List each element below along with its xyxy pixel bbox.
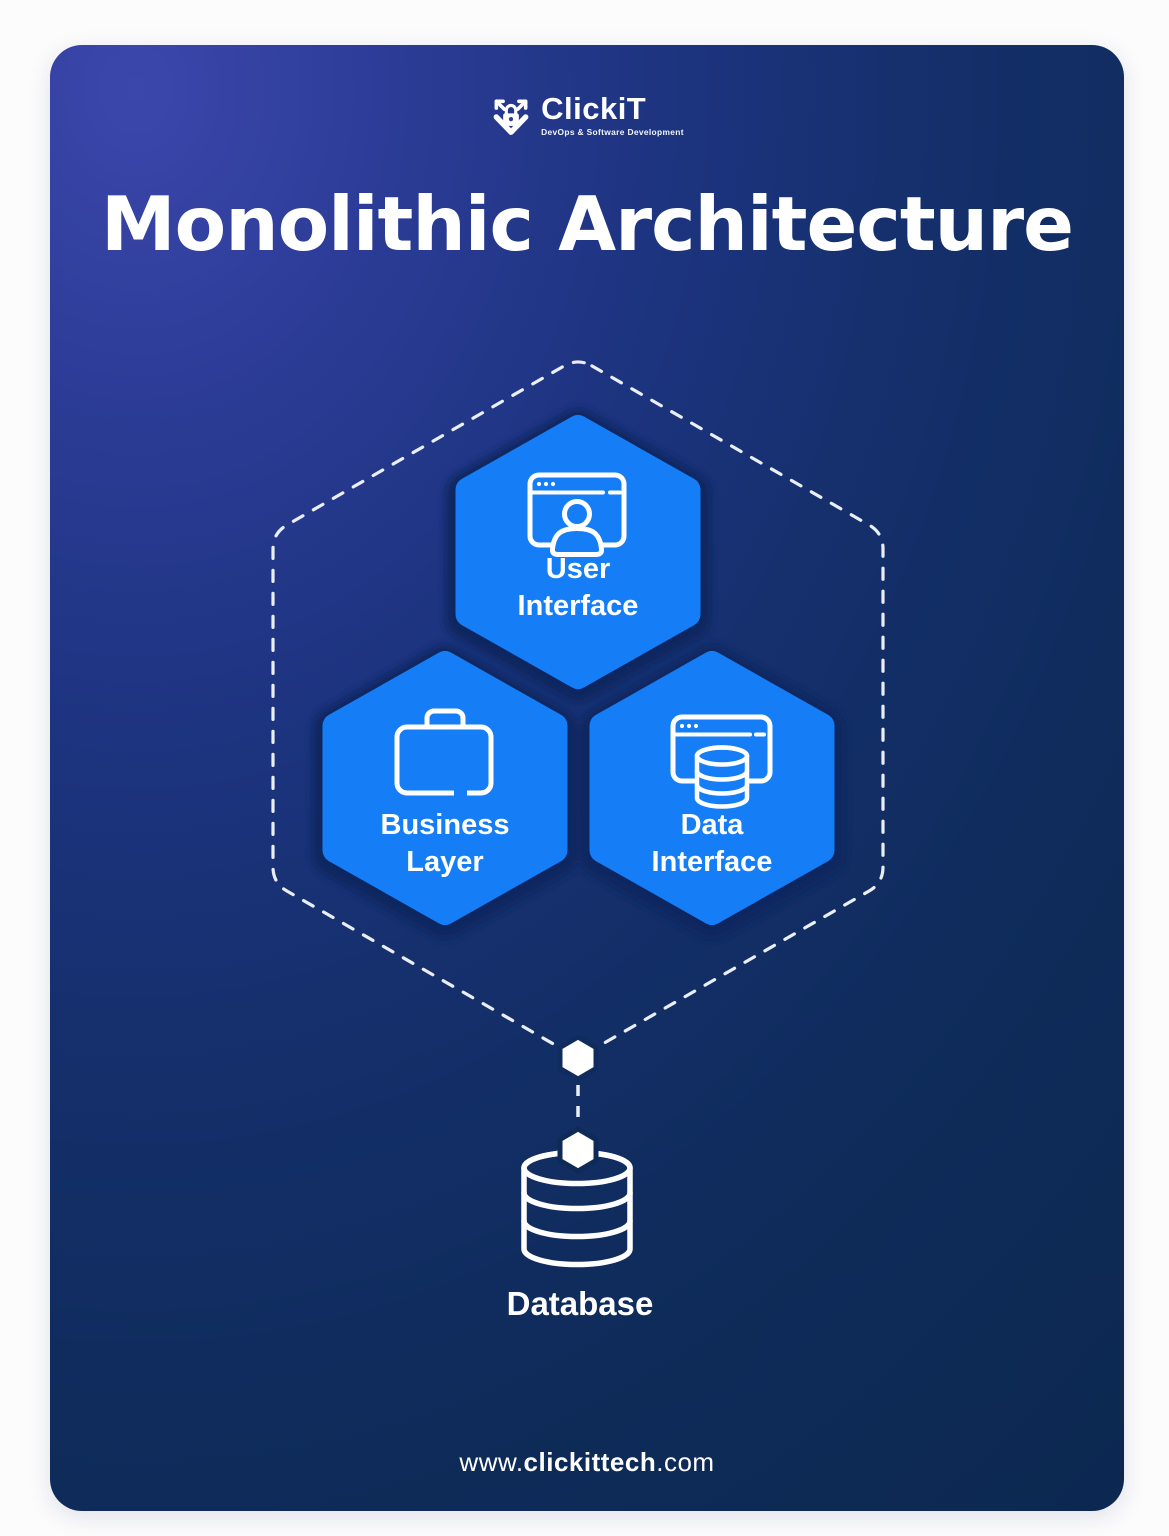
website-url: www.clickittech.com [50, 1447, 1124, 1477]
url-prefix: www. [459, 1447, 524, 1477]
shield-lock-arrows-icon [493, 99, 529, 135]
database-cylinder-icon [521, 1149, 633, 1268]
browser-user-icon [527, 472, 627, 557]
node-label-line: Business [380, 809, 510, 841]
node-label-line: User [545, 553, 611, 585]
architecture-diagram [271, 360, 885, 1268]
junction-hexagon-icon [557, 1034, 599, 1082]
briefcase-icon [394, 708, 494, 798]
database-label: Database [506, 1285, 654, 1322]
database-anchor-hexagon-icon [557, 1126, 599, 1174]
browser-database-icon [670, 714, 773, 809]
node-label-line: Interface [517, 590, 639, 622]
clickit-logo: ClickiT DevOps & Software Development [50, 93, 1124, 139]
url-suffix: .com [656, 1447, 715, 1477]
brand-tagline: DevOps & Software Development [541, 127, 684, 137]
node-label-data-interface: Data Interface [562, 807, 862, 881]
node-label-line: Interface [651, 846, 773, 878]
node-label-business-layer: Business Layer [295, 807, 595, 881]
logo-text: ClickiT DevOps & Software Development [541, 91, 684, 138]
page-title: Monolithic Architecture [101, 180, 1074, 268]
node-label-user-interface: User Interface [428, 551, 728, 625]
brand-name: ClickiT [541, 91, 647, 126]
url-domain: clickittech [523, 1447, 657, 1477]
infographic-card: ClickiT DevOps & Software Development Mo… [50, 45, 1124, 1511]
node-label-line: Layer [406, 846, 484, 878]
node-label-line: Data [680, 809, 744, 841]
